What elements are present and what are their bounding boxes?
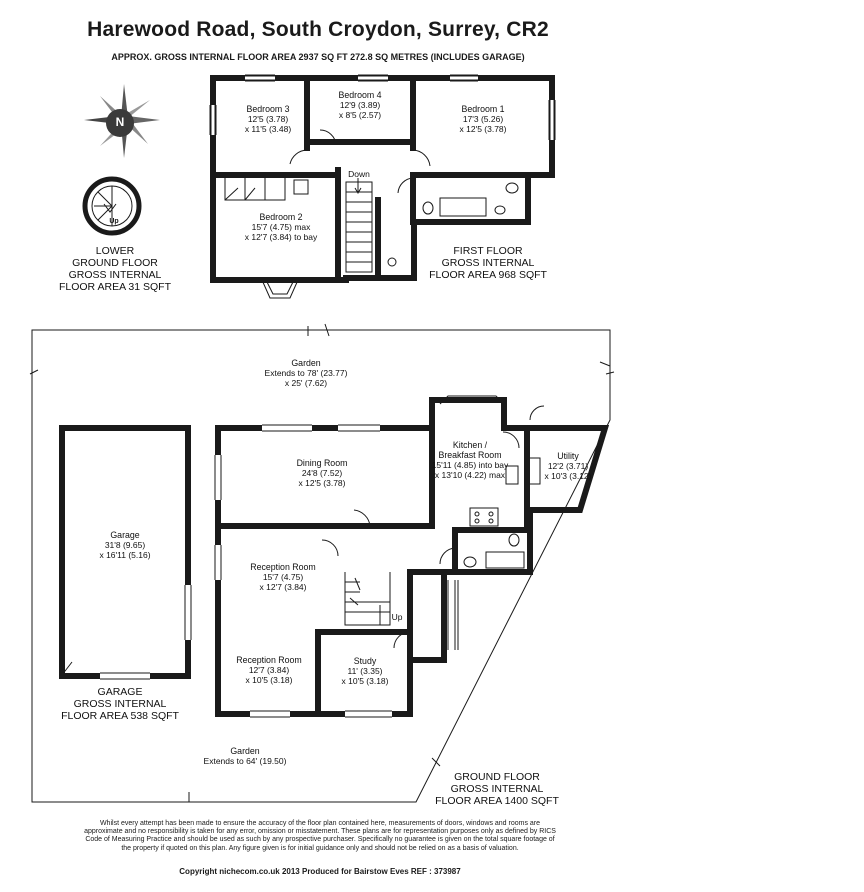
area-line: LOWER (95, 245, 135, 257)
ground-floor-plan (29, 323, 615, 803)
first-floor-plan (209, 74, 556, 299)
room-name: Reception Room (236, 655, 302, 665)
compass-north-letter: N (115, 115, 125, 129)
area-line: GROUND FLOOR (72, 257, 158, 269)
room-bedroom-2: Bedroom 2 15'7 (4.75) max x 12'7 (3.84) … (226, 212, 336, 242)
room-name: Bedroom 2 (259, 212, 303, 222)
room-dimension: Extends to 78' (23.77) (264, 368, 348, 378)
room-bedroom-1: Bedroom 1 17'3 (5.26) x 12'5 (3.78) (443, 104, 523, 134)
room-bedroom-3: Bedroom 3 12'5 (3.78) x 11'5 (3.48) (228, 104, 308, 134)
room-dimension: 11' (3.35) (347, 666, 383, 676)
area-line: GARAGE (97, 686, 143, 698)
room-reception-1: Reception Room 15'7 (4.75) x 12'7 (3.84) (228, 562, 338, 592)
lower-ground-spiral-stair (82, 176, 142, 236)
plan-title: Harewood Road, South Croydon, Surrey, CR… (87, 18, 549, 41)
room-dimension: x 12'7 (3.84) (259, 582, 307, 592)
room-name: Bedroom 4 (338, 90, 382, 100)
stair-up-label: Up (391, 612, 403, 622)
room-dimension: x 12'5 (3.78) (298, 478, 346, 488)
lower-stair-up-label: Up (109, 218, 119, 225)
area-line: GROSS INTERNAL (68, 269, 162, 281)
area-line: FLOOR AREA 968 SQFT (429, 269, 547, 281)
room-study: Study 11' (3.35) x 10'5 (3.18) (326, 656, 404, 686)
copyright-text: Copyright nichecom.co.uk 2013 Produced f… (179, 867, 461, 876)
room-dimension: 15'11 (4.85) into bay (431, 460, 509, 470)
room-dimension: 12'2 (3.71) (547, 461, 589, 471)
room-garden-bottom: Garden Extends to 64' (19.50) (170, 746, 320, 766)
room-dimension: x 11'5 (3.48) (244, 124, 292, 134)
area-line: GROSS INTERNAL (441, 257, 535, 269)
room-dimension: 12'5 (3.78) (247, 114, 289, 124)
room-dimension: 17'3 (5.26) (462, 114, 504, 124)
room-name: Study (353, 656, 377, 666)
disclaimer-text: Whilst every attempt has been made to en… (84, 820, 556, 852)
room-dimension: x 16'11 (5.16) (99, 550, 151, 560)
room-dimension: 12'7 (3.84) (248, 665, 290, 675)
stair-down-label: Down (348, 169, 370, 179)
room-dimension: x 10'5 (3.18) (245, 675, 293, 685)
compass-rose (84, 84, 160, 158)
room-dimension: x 13'10 (4.22) max (434, 470, 506, 480)
room-dimension: 15'7 (4.75) max (251, 222, 311, 232)
area-garage: GARAGE GROSS INTERNAL FLOOR AREA 538 SQF… (45, 686, 195, 722)
room-dimension: 12'9 (3.89) (339, 100, 381, 110)
room-reception-2: Reception Room 12'7 (3.84) x 10'5 (3.18) (218, 655, 320, 685)
room-dimension: x 12'5 (3.78) (459, 124, 507, 134)
room-dimension: 24'8 (7.52) (301, 468, 343, 478)
room-kitchen: Kitchen / Breakfast Room 15'11 (4.85) in… (420, 440, 520, 480)
room-dimension: x 10'3 (3.12) (544, 471, 592, 481)
room-garden-top: Garden Extends to 78' (23.77) x 25' (7.6… (236, 358, 376, 388)
room-dimension: Extends to 64' (19.50) (203, 756, 287, 766)
room-name: Bedroom 1 (461, 104, 505, 114)
room-name: Reception Room (250, 562, 316, 572)
area-line: FLOOR AREA 31 SQFT (58, 281, 172, 293)
area-line: FIRST FLOOR (453, 245, 523, 257)
room-utility: Utility 12'2 (3.71) x 10'3 (3.12) (538, 451, 598, 481)
area-line: GROUND FLOOR (454, 771, 540, 783)
room-dimension: 15'7 (4.75) (262, 572, 304, 582)
room-name: Dining Room (296, 458, 348, 468)
room-dimension: x 8'5 (2.57) (338, 110, 382, 120)
plan-subtitle: APPROX. GROSS INTERNAL FLOOR AREA 2937 S… (111, 52, 525, 62)
room-name: Garden (291, 358, 321, 368)
area-line: GROSS INTERNAL (450, 783, 544, 795)
area-line: GROSS INTERNAL (73, 698, 167, 710)
room-name: Kitchen / (452, 440, 488, 450)
area-line: FLOOR AREA 1400 SQFT (435, 795, 559, 807)
room-dimension: 31'8 (9.65) (104, 540, 146, 550)
room-dimension: x 25' (7.62) (284, 378, 328, 388)
area-ground-floor: GROUND FLOOR GROSS INTERNAL FLOOR AREA 1… (422, 771, 572, 807)
area-line: FLOOR AREA 538 SQFT (61, 710, 179, 722)
room-bedroom-4: Bedroom 4 12'9 (3.89) x 8'5 (2.57) (320, 90, 400, 120)
area-lower-ground: LOWER GROUND FLOOR GROSS INTERNAL FLOOR … (40, 245, 190, 293)
room-name: Garden (230, 746, 260, 756)
room-dining-room: Dining Room 24'8 (7.52) x 12'5 (3.78) (272, 458, 372, 488)
room-garage: Garage 31'8 (9.65) x 16'11 (5.16) (80, 530, 170, 560)
room-name: Utility (557, 451, 579, 461)
room-dimension: x 10'5 (3.18) (341, 676, 389, 686)
room-dimension: x 12'7 (3.84) to bay (244, 232, 318, 242)
room-name: Breakfast Room (438, 450, 502, 460)
room-name: Garage (110, 530, 140, 540)
room-name: Bedroom 3 (246, 104, 290, 114)
area-first-floor: FIRST FLOOR GROSS INTERNAL FLOOR AREA 96… (413, 245, 563, 281)
